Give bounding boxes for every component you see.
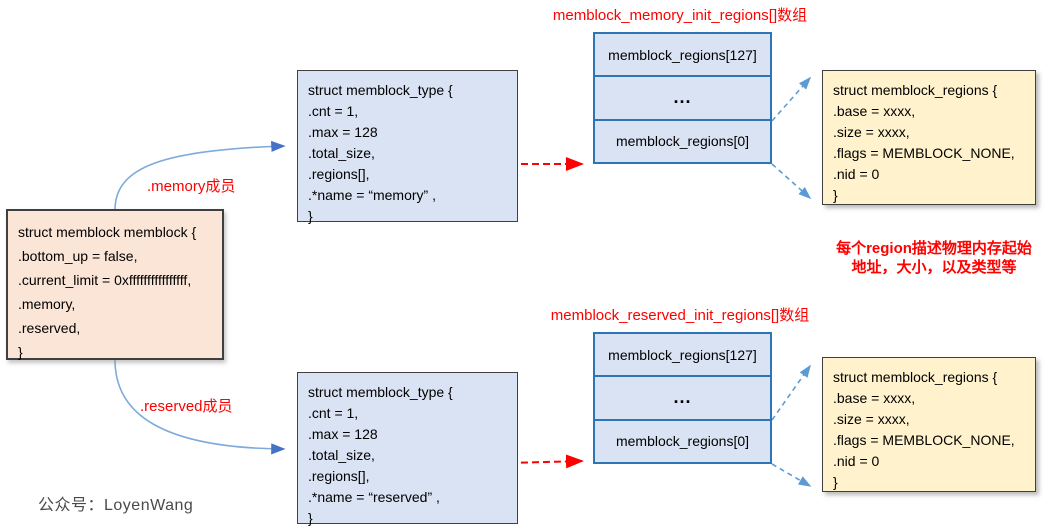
array-cell: memblock_regions[127] [595, 34, 770, 78]
struct-line: .regions[], [308, 166, 370, 182]
struct-line: .regions[], [308, 468, 370, 484]
struct-line: } [833, 187, 838, 203]
struct-line: struct memblock_type { [308, 82, 453, 98]
reserved-type-struct-box: struct memblock_type { .cnt = 1, .max = … [297, 372, 518, 526]
struct-line: .memory, [18, 296, 76, 312]
struct-line: .reserved, [18, 320, 81, 336]
struct-line: .size = xxxx, [833, 124, 910, 140]
reserved-array-to-region-arrow-bottom [771, 463, 812, 487]
struct-line: .bottom_up = false, [18, 248, 138, 264]
struct-line: .nid = 0 [833, 166, 880, 182]
struct-line: .flags = MEMBLOCK_NONE, [833, 145, 1015, 161]
struct-line: } [308, 510, 313, 526]
struct-line: .*name = “reserved” , [308, 489, 440, 505]
memory-type-struct-box: struct memblock_type { .cnt = 1, .max = … [297, 70, 518, 224]
memblock-struct-box: struct memblock memblock { .bottom_up = … [6, 209, 224, 360]
array-cell-ellipsis: ... [595, 77, 770, 121]
region-description-note: 每个region描述物理内存起始 地址，大小，以及类型等 [814, 239, 1044, 277]
struct-line: } [18, 344, 23, 360]
memory-regions-array: memblock_regions[127] ... memblock_regio… [593, 32, 772, 164]
reserved-array-to-region-arrow-top [771, 364, 811, 421]
struct-line: struct memblock memblock { [18, 224, 197, 240]
reserved-array-title: memblock_reserved_init_regions[]数组 [550, 307, 810, 324]
struct-line: struct memblock_regions { [833, 369, 998, 385]
struct-line: struct memblock_regions { [833, 82, 998, 98]
struct-line: .flags = MEMBLOCK_NONE, [833, 432, 1015, 448]
struct-line: .base = xxxx, [833, 103, 916, 119]
struct-line: } [308, 208, 313, 224]
watermark-text: 公众号：LoyenWang [38, 497, 194, 514]
reserved-regions-array: memblock_regions[127] ... memblock_regio… [593, 332, 772, 464]
struct-line: .max = 128 [308, 124, 378, 140]
struct-line: .total_size, [308, 447, 375, 463]
region-note-line: 每个region描述物理内存起始 [836, 240, 1032, 257]
struct-line: .cnt = 1, [308, 103, 359, 119]
memory-array-title: memblock_memory_init_regions[]数组 [552, 7, 808, 24]
array-cell: memblock_regions[0] [615, 133, 750, 150]
memory-region-struct-box: struct memblock_regions { .base = xxxx, … [822, 70, 1036, 205]
array-cell: memblock_regions[0] [615, 433, 750, 450]
struct-line: } [833, 474, 838, 490]
struct-line: .current_limit = 0xffffffffffffffff, [18, 272, 192, 288]
struct-line: .size = xxxx, [833, 411, 910, 427]
struct-line: .cnt = 1, [308, 405, 359, 421]
reserved-member-label: .reserved成员 [140, 398, 233, 415]
memory-member-label: .memory成员 [147, 178, 236, 195]
struct-line: .total_size, [308, 145, 375, 161]
struct-line: .base = xxxx, [833, 390, 916, 406]
struct-line: .*name = “memory” , [308, 187, 436, 203]
reserved-region-struct-box: struct memblock_regions { .base = xxxx, … [822, 357, 1036, 492]
memory-array-to-region-arrow-top [771, 76, 812, 122]
region-note-line: 地址，大小，以及类型等 [851, 259, 1017, 276]
struct-line: .max = 128 [308, 426, 378, 442]
array-cell-ellipsis: ... [595, 377, 770, 421]
memory-array-to-region-arrow-bottom [771, 163, 812, 200]
array-cell: memblock_regions[127] [595, 334, 770, 378]
struct-line: struct memblock_type { [308, 384, 453, 400]
struct-line: .nid = 0 [833, 453, 880, 469]
